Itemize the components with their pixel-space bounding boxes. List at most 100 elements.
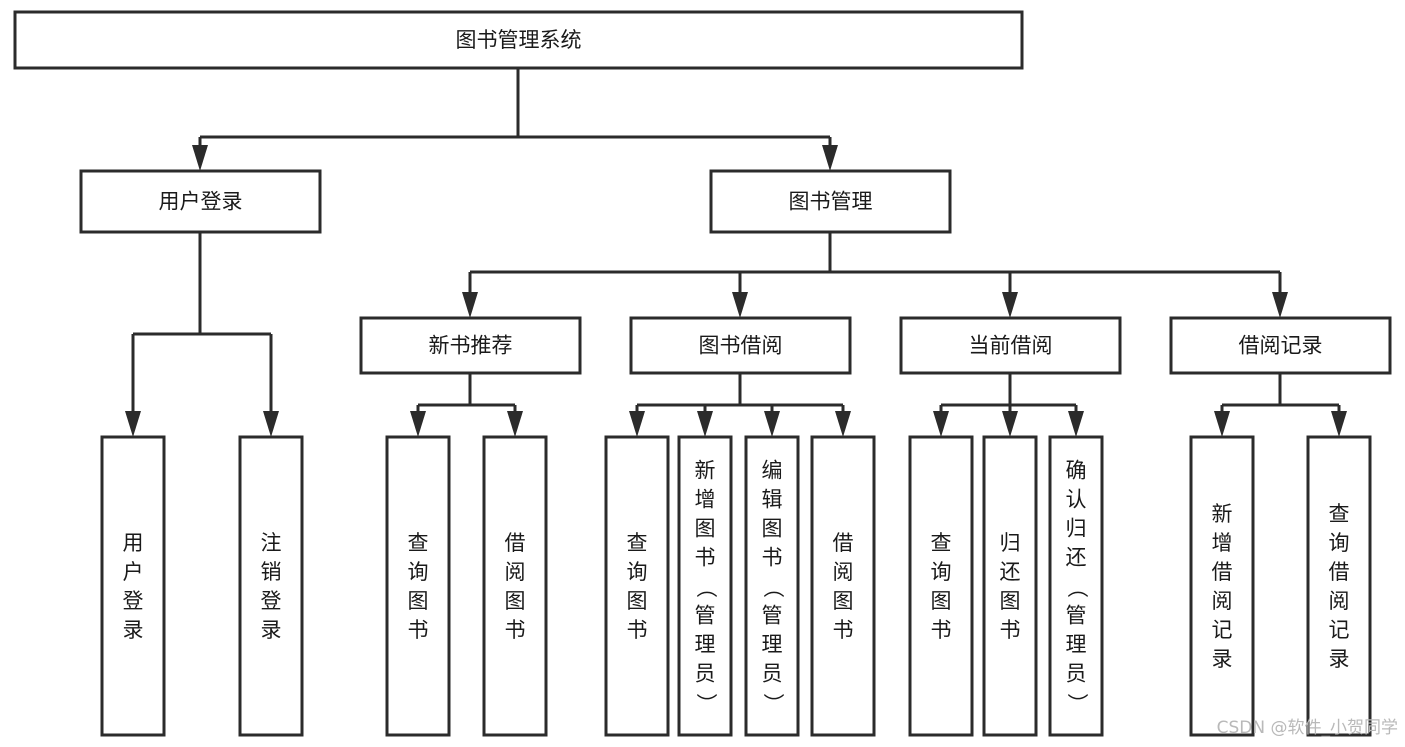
node-label: 当前借阅 <box>969 334 1053 358</box>
node-label-char: 图 <box>833 589 854 613</box>
node-label-char: 管 <box>695 604 716 628</box>
node-label-char: 查 <box>408 531 429 555</box>
node-new-book-recommend[interactable]: 新书推荐 <box>359 316 582 375</box>
node-box[interactable] <box>482 435 548 737</box>
node-label-char: 阅 <box>1212 589 1233 613</box>
node-label-char: 查 <box>627 531 648 555</box>
node-box[interactable] <box>79 169 322 234</box>
node-layer: 图书管理系统用户登录图书管理新书推荐图书借阅当前借阅借阅记录用户登录注销登录查询… <box>13 10 1392 737</box>
node-book-borrow[interactable]: 图书借阅 <box>629 316 852 375</box>
node-label-char: 书 <box>762 546 783 570</box>
node-label-char: 阅 <box>505 560 526 584</box>
node-box[interactable] <box>677 435 733 737</box>
node-label-char: 员 <box>1066 662 1087 686</box>
node-label-char: 编 <box>762 459 783 483</box>
arrow-head-icon <box>697 411 713 437</box>
arrow-head-icon <box>629 411 645 437</box>
node-box[interactable] <box>709 169 952 234</box>
node-label-char: 记 <box>1212 618 1233 642</box>
node-label-char: 书 <box>1000 618 1021 642</box>
node-box[interactable] <box>982 435 1038 737</box>
node-label-char: 登 <box>261 589 282 613</box>
node-box[interactable] <box>359 316 582 375</box>
node-box[interactable] <box>385 435 451 737</box>
node-label-char: 书 <box>833 618 854 642</box>
node-label: 图书管理 <box>789 190 873 214</box>
node-label-char: 销 <box>261 560 282 584</box>
node-label-char: 员 <box>762 662 783 686</box>
node-label-char: 借 <box>505 531 526 555</box>
arrow-head-icon <box>1002 292 1018 318</box>
node-label-char: 录 <box>123 618 144 642</box>
node-label-char: （ <box>1065 577 1089 598</box>
arrow-head-icon <box>192 145 208 171</box>
node-box[interactable] <box>13 10 1024 70</box>
connector-root-to-level2 <box>192 68 838 171</box>
node-book-management[interactable]: 图书管理 <box>709 169 952 234</box>
node-box[interactable] <box>238 435 304 737</box>
node-box[interactable] <box>604 435 670 737</box>
arrow-head-icon <box>933 411 949 437</box>
node-label-char: 管 <box>762 604 783 628</box>
node-label: 新书推荐 <box>429 334 513 358</box>
node-label: 图书借阅 <box>699 334 783 358</box>
node-label-char: 理 <box>695 633 716 657</box>
node-label-char: 查 <box>931 531 952 555</box>
node-label-char: 管 <box>1066 604 1087 628</box>
node-box[interactable] <box>629 316 852 375</box>
node-box[interactable] <box>899 316 1122 375</box>
node-label-char: 书 <box>931 618 952 642</box>
node-label-char: 图 <box>762 517 783 541</box>
node-label: 借阅记录 <box>1239 334 1323 358</box>
node-label-char: 录 <box>261 618 282 642</box>
node-label-char: 图 <box>627 589 648 613</box>
node-label-char: 注 <box>261 531 282 555</box>
node-box[interactable] <box>1189 435 1255 737</box>
arrow-head-icon <box>1272 292 1288 318</box>
node-label-char: 书 <box>695 546 716 570</box>
node-label: 用户登录 <box>159 190 243 214</box>
node-box[interactable] <box>810 435 876 737</box>
node-label-char: 记 <box>1329 618 1350 642</box>
node-box[interactable] <box>908 435 974 737</box>
node-box[interactable] <box>1306 435 1372 737</box>
node-leaf-user-login[interactable]: 用户登录 <box>100 435 166 737</box>
node-label-char: 归 <box>1066 517 1087 541</box>
arrow-head-icon <box>1002 411 1018 437</box>
node-label-char: 增 <box>1212 531 1233 555</box>
node-label-char: 图 <box>1000 589 1021 613</box>
node-label-char: 新 <box>695 459 716 483</box>
node-box[interactable] <box>100 435 166 737</box>
connector-book-borrow-to-leaves <box>629 373 851 437</box>
node-label-char: 查 <box>1329 502 1350 526</box>
node-borrow-records[interactable]: 借阅记录 <box>1169 316 1392 375</box>
node-box[interactable] <box>1169 316 1392 375</box>
node-box[interactable] <box>1048 435 1104 737</box>
arrow-head-icon <box>835 411 851 437</box>
connector-new-book-recommend-to-leaves <box>410 373 523 437</box>
node-label: 图书管理系统 <box>456 28 582 52</box>
node-label-char: 图 <box>931 589 952 613</box>
node-root[interactable]: 图书管理系统 <box>13 10 1024 70</box>
node-label-char: 借 <box>833 531 854 555</box>
node-label-char: 阅 <box>833 560 854 584</box>
node-current-borrow[interactable]: 当前借阅 <box>899 316 1122 375</box>
node-user-login[interactable]: 用户登录 <box>79 169 322 234</box>
arrow-head-icon <box>764 411 780 437</box>
node-box[interactable] <box>744 435 800 737</box>
node-label-char: 借 <box>1212 560 1233 584</box>
arrow-head-icon <box>410 411 426 437</box>
